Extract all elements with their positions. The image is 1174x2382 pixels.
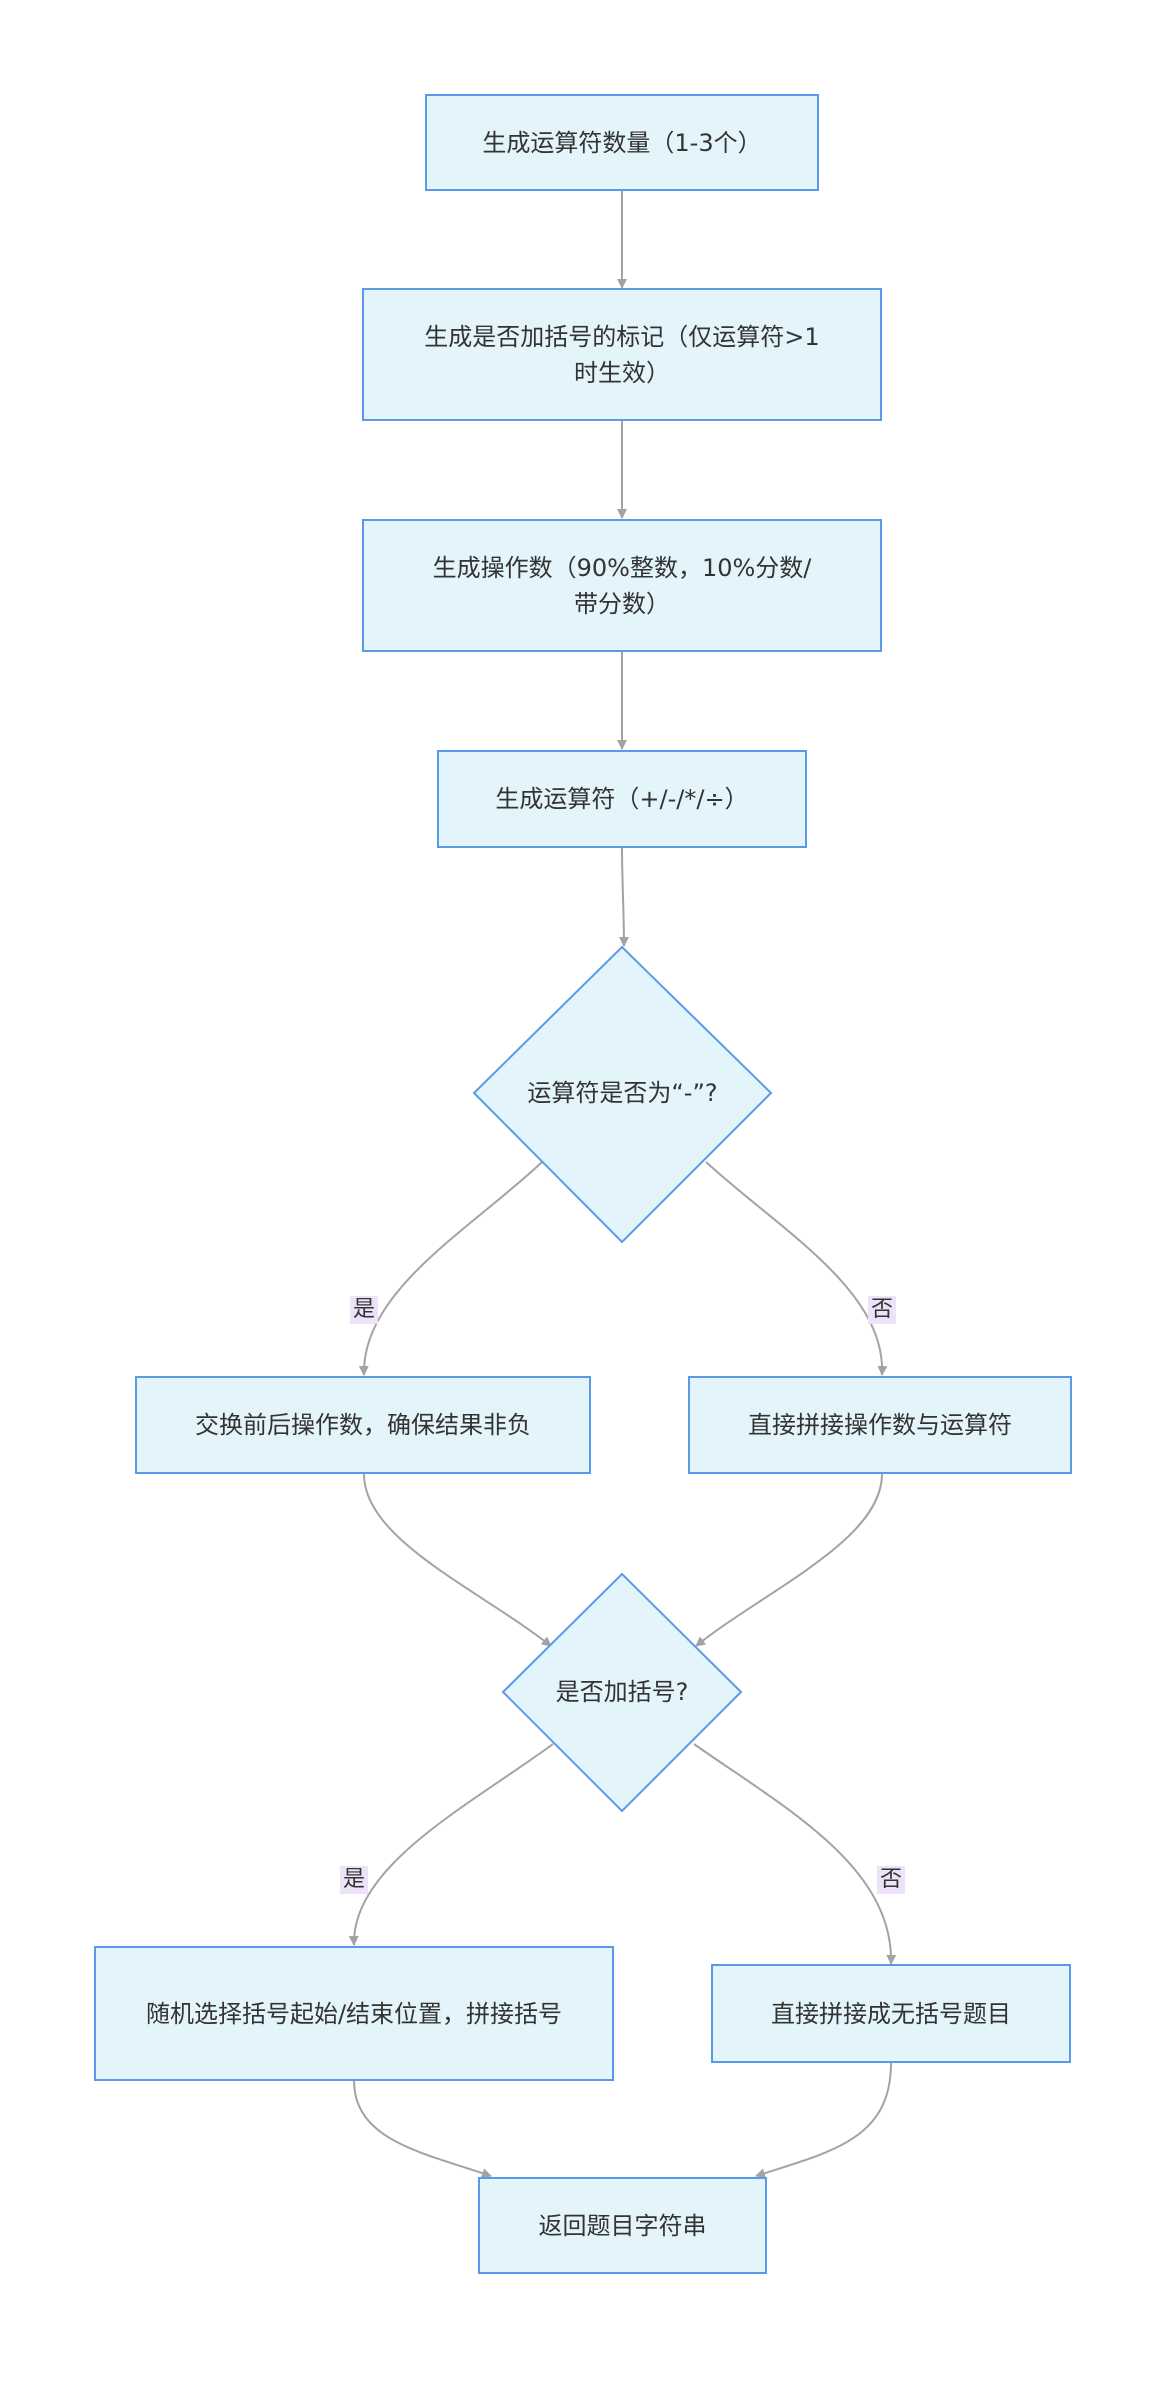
edge-d1-n6 (705, 1161, 888, 1376)
node-d1-shape (472, 945, 773, 1244)
edge-n7-n9 (353, 2079, 492, 2178)
edge-n8-n9 (755, 2062, 892, 2178)
edge-n6-d2 (695, 1473, 883, 1647)
node-n4-label: 生成运算符（+/-/*/÷） (495, 785, 749, 813)
edge-label-d2-no: 否 (876, 1866, 906, 1894)
node-n8-label: 直接拼接成无括号题目 (771, 1999, 1011, 2028)
edge-label-d1-no: 否 (867, 1296, 897, 1324)
node-n5-label: 交换前后操作数，确保结果非负 (195, 1411, 531, 1439)
node-n6-shape (688, 1376, 1072, 1474)
node-n6-label: 直接拼接操作数与运算符 (748, 1411, 1012, 1439)
node-n8-shape (711, 1964, 1071, 2063)
node-n9-label: 返回题目字符串 (538, 2211, 707, 2240)
node-n2-label: 生成是否加括号的标记（仅运算符>1时生效） (424, 322, 820, 387)
node-d2-label: 是否加括号? (555, 1678, 689, 1706)
edge-n4-d1 (618, 846, 629, 947)
node-n3-shape (362, 519, 882, 652)
node-n2-shape (362, 288, 882, 421)
node-n4-shape (437, 750, 807, 848)
node-n5-shape (135, 1376, 591, 1474)
node-n1-shape (425, 94, 819, 191)
node-d2-shape (501, 1572, 743, 1813)
edge-n5-d2 (363, 1473, 552, 1647)
node-n1-label: 生成运算符数量（1-3个） (482, 128, 762, 157)
node-n7-shape (94, 1946, 614, 2081)
node-n3-label: 生成操作数（90%整数，10%分数/带分数） (432, 553, 812, 618)
edge-d2-n8 (693, 1743, 897, 1965)
edge-d2-n7 (348, 1743, 554, 1946)
edge-label-d2-yes: 是 (339, 1866, 369, 1894)
node-n7-label: 随机选择括号起始/结束位置，拼接括号 (145, 1999, 563, 2028)
node-d1-label: 运算符是否为“-”? (527, 1079, 718, 1107)
node-n9-shape (478, 2177, 767, 2274)
edge-label-d1-yes: 是 (349, 1296, 379, 1324)
edge-d1-n5 (358, 1161, 543, 1376)
